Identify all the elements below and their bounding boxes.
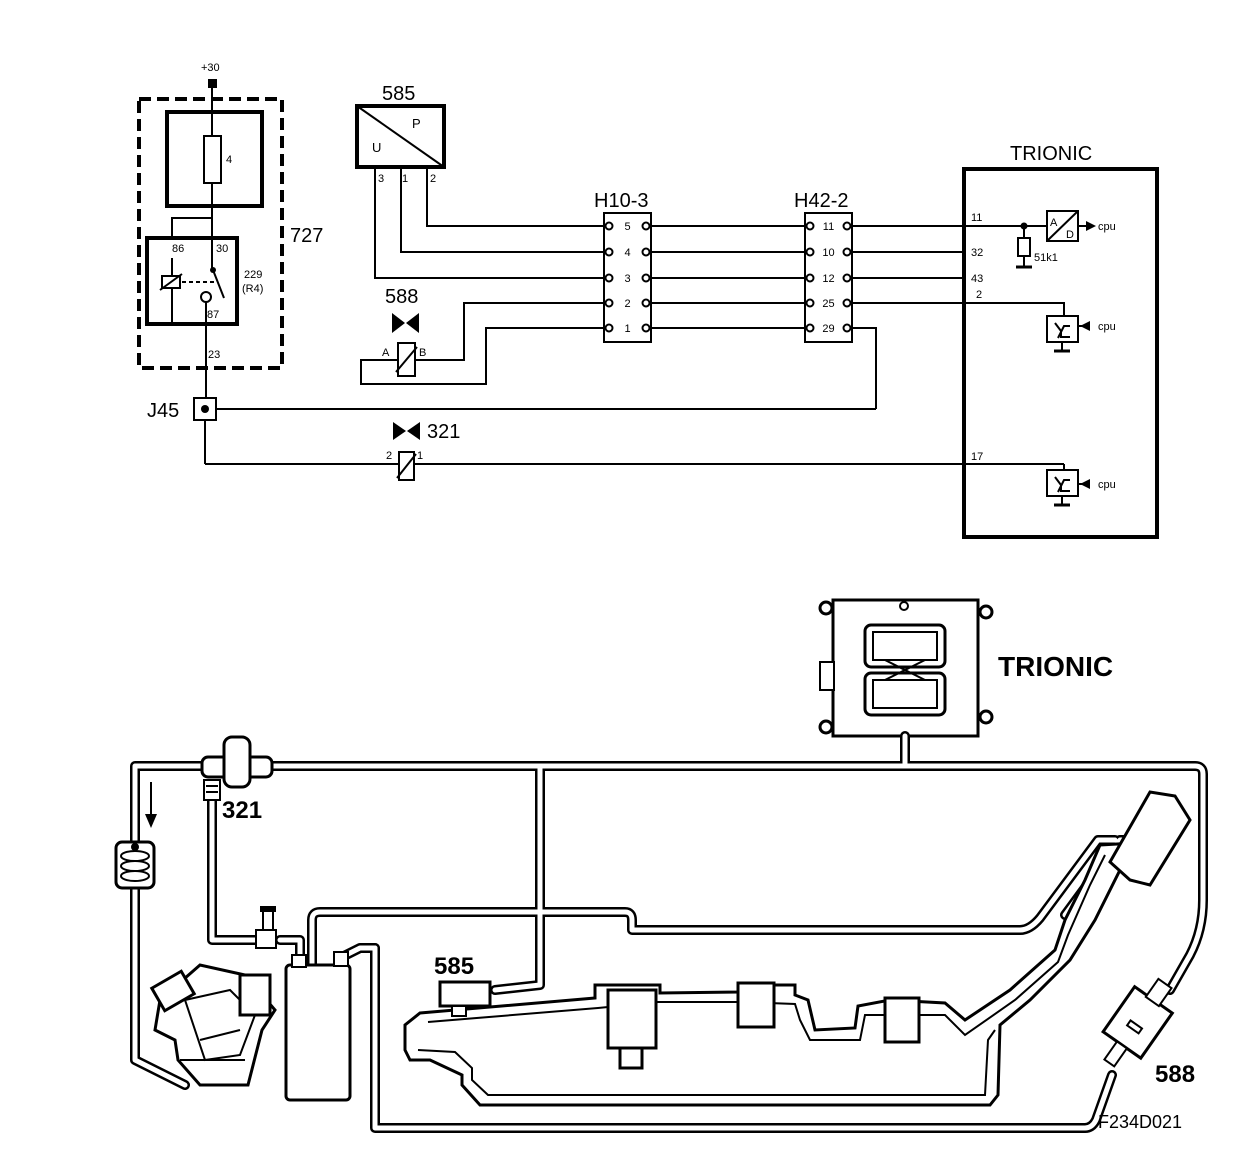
level-sensor-2: [883, 996, 921, 1044]
trionic-ecu-box: [962, 167, 1159, 539]
valve-588-symbol: [392, 313, 405, 333]
valve-321-unit: [200, 735, 274, 801]
svg-text:30: 30: [216, 243, 228, 255]
fuse-holder: [165, 110, 264, 208]
h10-3-pin-left: [604, 323, 614, 333]
charcoal-canister: [284, 963, 352, 1102]
h10-3-pin-right: [641, 273, 651, 283]
svg-text:11: 11: [971, 212, 982, 224]
svg-text:86: 86: [172, 243, 184, 255]
intake-manifold: [149, 963, 277, 1087]
h10-label: H10-3: [594, 190, 648, 212]
h42-2-pin-label: 10: [822, 247, 834, 259]
svg-text:2: 2: [976, 289, 982, 301]
splice-label: J45: [147, 400, 179, 422]
filler-neck: [1108, 790, 1192, 887]
resistor-51k1: [1017, 237, 1031, 257]
h42-2-pin-right: [842, 323, 852, 333]
h42-2-pin-label: 29: [822, 323, 834, 335]
svg-text:17: 17: [971, 451, 983, 463]
relay-box-label: 727: [290, 225, 323, 247]
svg-text:2: 2: [430, 173, 436, 185]
electrical-schematic: +30 727 4 86 30 87 229 (R4) 23 J45: [137, 62, 1159, 539]
h10-3-pin-left: [604, 298, 614, 308]
h42-2-pin-left: [805, 221, 815, 231]
svg-text:2: 2: [386, 450, 392, 462]
relay-contact-87: [200, 291, 212, 303]
valve-588-label: 588: [385, 286, 418, 308]
h42-label: H42-2: [794, 190, 848, 212]
h10-3-pin-label: 1: [624, 323, 630, 335]
pulsation-damper: [114, 840, 156, 890]
valve-588-unit: [1101, 977, 1175, 1068]
svg-text:P: P: [412, 116, 421, 131]
svg-text:23: 23: [208, 349, 220, 361]
h10-3-pin-left: [604, 247, 614, 257]
relay-box-727: [137, 97, 284, 370]
h10-3-pin-left: [604, 273, 614, 283]
fuse: [203, 135, 222, 184]
h42-2-pin-label: 11: [823, 221, 834, 233]
svg-text:43: 43: [971, 273, 983, 285]
h42-2-pin-label: 25: [822, 298, 834, 310]
pressure-sensor-585: [438, 980, 492, 1008]
svg-text:D: D: [1066, 229, 1074, 241]
supply-terminal: [208, 79, 217, 88]
sensor-585-label: 585: [382, 83, 415, 105]
h42-2-pin-right: [842, 247, 852, 257]
h42-2-pin-left: [805, 273, 815, 283]
figure-code: F234D021: [1098, 1112, 1182, 1132]
h10-3-pin-left: [604, 221, 614, 231]
svg-text:B: B: [419, 347, 426, 359]
relay-label-sub: (R4): [242, 283, 263, 295]
svg-text:A: A: [382, 347, 390, 359]
level-sensor-1: [736, 981, 776, 1029]
valve-321-symbol: [393, 422, 406, 440]
h42-2-pin-left: [805, 247, 815, 257]
h10-3-pin-label: 2: [624, 298, 630, 310]
svg-text:87: 87: [207, 309, 219, 321]
h10-3-pin-label: 4: [624, 247, 630, 259]
cpu-label-1: cpu: [1098, 221, 1116, 233]
ecu-trionic-label: TRIONIC: [998, 651, 1113, 682]
relay-label: 229: [244, 269, 262, 281]
h42-2-pin-right: [842, 298, 852, 308]
h42-2-pin-right: [842, 221, 852, 231]
svg-text:U: U: [372, 140, 381, 155]
fuse-label: 4: [226, 154, 232, 166]
supply-label: +30: [201, 62, 220, 74]
fuel-tank: [403, 790, 1192, 1107]
h42-2-pin-left: [805, 298, 815, 308]
svg-text:3: 3: [378, 173, 384, 185]
tee-fitting: [255, 929, 277, 949]
h10-3-pin-label: 5: [624, 221, 630, 233]
cpu-label-2: cpu: [1098, 321, 1116, 333]
label-585: 585: [434, 953, 474, 980]
h10-3-pin-right: [641, 298, 651, 308]
h42-2-pin-label: 12: [822, 273, 834, 285]
svg-text:32: 32: [971, 247, 983, 259]
h10-3-pin-right: [641, 323, 651, 333]
h10-3-pin-right: [641, 221, 651, 231]
trionic-label: TRIONIC: [1010, 143, 1092, 165]
h10-3-pin-label: 3: [624, 273, 630, 285]
svg-text:1: 1: [402, 173, 408, 185]
h42-2-pin-left: [805, 323, 815, 333]
ecu-connector-top: [863, 623, 947, 669]
label-588: 588: [1155, 1061, 1195, 1088]
physical-layout: TRIONIC: [114, 598, 1208, 1133]
label-321: 321: [222, 797, 262, 824]
svg-text:A: A: [1050, 217, 1058, 229]
fuel-pump-module: [606, 988, 658, 1050]
svg-text:51k1: 51k1: [1034, 252, 1058, 264]
cpu-label-3: cpu: [1098, 479, 1116, 491]
valve-321-label: 321: [427, 421, 460, 443]
h10-3-pin-right: [641, 247, 651, 257]
svg-text:1: 1: [417, 450, 423, 462]
relay-229: [145, 236, 239, 326]
ecu-connector-bottom: [863, 671, 947, 717]
h42-2-pin-right: [842, 273, 852, 283]
